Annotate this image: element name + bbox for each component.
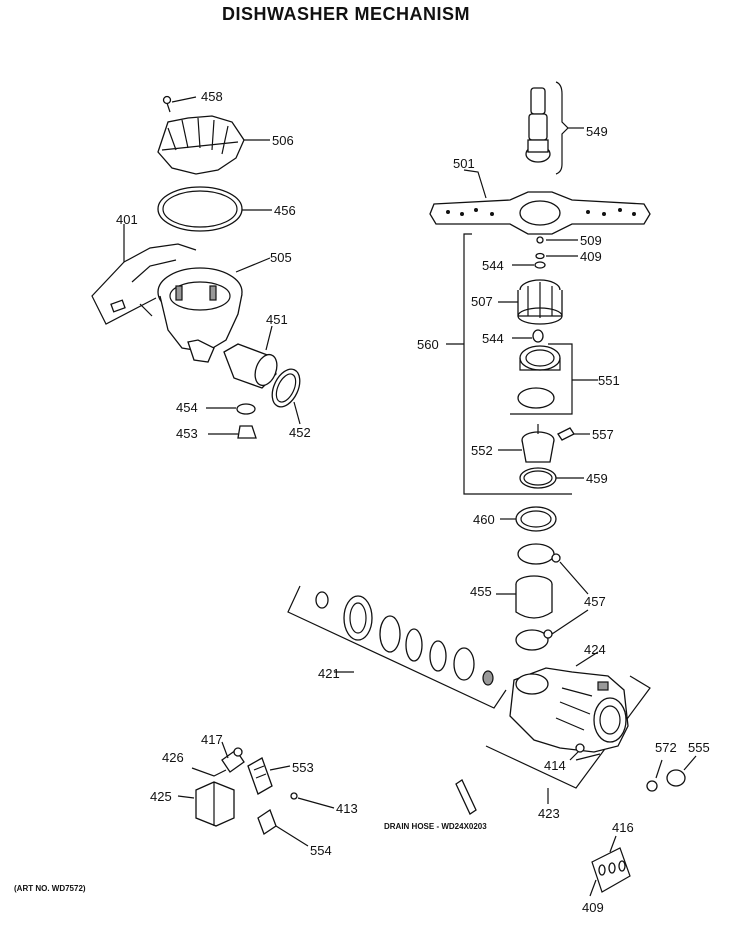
callout-560: 560	[417, 337, 439, 352]
part-454-seal	[206, 403, 256, 415]
part-453-plug	[208, 425, 257, 439]
art-number: (ART NO. WD7572)	[14, 884, 86, 893]
drain-hose-note: DRAIN HOSE - WD24X0203	[384, 822, 487, 831]
part-457-clamps	[515, 543, 589, 651]
callout-555: 555	[688, 740, 710, 755]
callout-501: 501	[453, 156, 475, 171]
part-456-ring	[157, 186, 272, 232]
callout-554: 554	[310, 843, 332, 858]
part-409-washer-upper	[535, 252, 578, 260]
callout-426: 426	[162, 750, 184, 765]
callout-455: 455	[470, 584, 492, 599]
callout-572: 572	[655, 740, 677, 755]
callout-416: 416	[612, 820, 634, 835]
callout-425: 425	[150, 789, 172, 804]
part-416-409-hardware	[589, 835, 631, 897]
callout-409: 409	[580, 249, 602, 264]
part-455-hose	[496, 575, 553, 619]
part-458-screw	[162, 95, 197, 113]
callout-421: 421	[318, 666, 340, 681]
callout-423: 423	[538, 806, 560, 821]
part-551-housing	[510, 343, 598, 415]
callout-409: 409	[582, 900, 604, 915]
part-421-row	[287, 585, 507, 709]
part-414-screw	[569, 743, 585, 761]
part-460-seal	[500, 506, 557, 532]
part-424-motor	[485, 651, 651, 804]
part-452-clamp	[271, 368, 301, 425]
part-509-screw	[536, 236, 578, 244]
callout-451: 451	[266, 312, 288, 327]
callout-549: 549	[586, 124, 608, 139]
callout-424: 424	[584, 642, 606, 657]
part-560-assembly-bracket	[446, 233, 572, 495]
part-553-bracket	[247, 757, 291, 795]
callout-557: 557	[592, 427, 614, 442]
callout-544: 544	[482, 258, 504, 273]
callout-458: 458	[201, 89, 223, 104]
callout-551: 551	[598, 373, 620, 388]
callout-509: 509	[580, 233, 602, 248]
part-572-555-fittings	[646, 755, 697, 792]
part-451-tube	[223, 325, 278, 389]
callout-456: 456	[274, 203, 296, 218]
part-505-sump	[157, 257, 271, 363]
callout-459: 459	[586, 471, 608, 486]
part-506-cup	[157, 115, 270, 175]
callout-460: 460	[473, 512, 495, 527]
callout-413: 413	[336, 801, 358, 816]
callout-454: 454	[176, 400, 198, 415]
callout-401: 401	[116, 212, 138, 227]
part-401-bracket	[91, 224, 197, 325]
callout-453: 453	[176, 426, 198, 441]
callout-417: 417	[201, 732, 223, 747]
callout-506: 506	[272, 133, 294, 148]
part-507-pump	[498, 279, 563, 325]
part-459-oring	[519, 467, 584, 489]
callout-552: 552	[471, 443, 493, 458]
part-544-washer-lower	[512, 329, 544, 343]
part-425-timer	[177, 781, 235, 827]
part-557-clip	[557, 427, 590, 441]
callout-505: 505	[270, 250, 292, 265]
callout-457: 457	[584, 594, 606, 609]
part-413-screw	[290, 792, 335, 809]
part-544-washer	[512, 261, 546, 269]
part-552-filter	[498, 424, 555, 463]
part-drain-hose	[455, 779, 477, 815]
part-426-417-wire	[191, 741, 245, 777]
callout-544: 544	[482, 331, 504, 346]
part-549-tower	[525, 81, 584, 175]
callout-507: 507	[471, 294, 493, 309]
callout-553: 553	[292, 760, 314, 775]
part-501-spray-arm	[429, 169, 651, 235]
part-554-plate	[257, 809, 309, 847]
callout-452: 452	[289, 425, 311, 440]
callout-414: 414	[544, 758, 566, 773]
diagram-title: DISHWASHER MECHANISM	[222, 4, 471, 24]
